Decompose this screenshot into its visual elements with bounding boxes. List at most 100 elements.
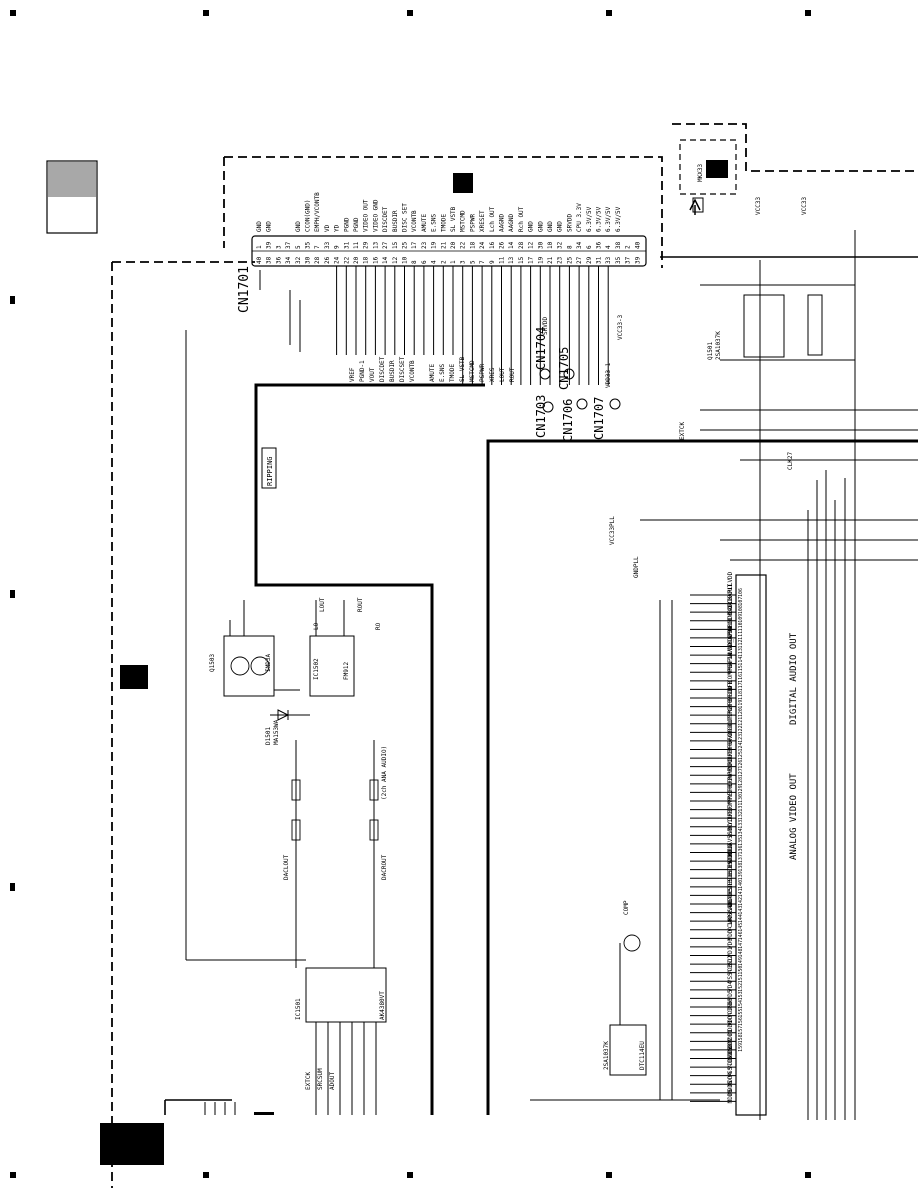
cn1701-pin-number-top: 23 — [421, 241, 428, 249]
cn1701-pin-number-top: 40 — [634, 241, 641, 249]
ic-pin-label: COMPY — [727, 793, 734, 811]
cn1701-pin-label: XRESET — [479, 210, 486, 232]
cn1701-pin-number-bottom: 5 — [469, 260, 476, 264]
cn1701-pin-label: PGND — [343, 217, 350, 232]
ic-pin-label: VDD-111 — [727, 597, 734, 623]
cn1701-pin-number-bottom: 27 — [576, 256, 583, 264]
ic-pin-number: 122 — [738, 725, 744, 734]
ic-pin-number: 119 — [738, 700, 744, 709]
small-connectors: CN1704 CN1705 CN1703 CN1706 CN1707 — [534, 327, 621, 442]
ic-pin-number: 142 — [738, 897, 744, 906]
ic-pin-label: VD5 — [727, 989, 734, 1000]
ic-pin-number: 145 — [738, 923, 744, 932]
ic-pin-label: MDD6 — [727, 1089, 734, 1104]
ic-pin-label: VDD-156 — [727, 1000, 734, 1026]
svg-text:RO: RO — [375, 622, 382, 630]
svg-text:2SA1037K: 2SA1037K — [603, 1041, 610, 1070]
ic-pin-number: 126 — [738, 760, 744, 769]
ic-pin-number: 131 — [738, 803, 744, 812]
ic-pin-number: 135 — [738, 837, 744, 846]
ic-pin-number: 125 — [738, 751, 744, 760]
cn1701-pin-number-top: 35 — [305, 241, 312, 249]
signal-label: PGND-1 — [359, 360, 366, 382]
ic-pin-label: N.C — [727, 843, 734, 854]
cn1701-pin-number-top: 15 — [392, 241, 399, 249]
svg-text:AK4380VT: AK4380VT — [379, 991, 386, 1020]
ic-pin-label: MDD0 — [727, 1020, 734, 1035]
ic-pin-label: APROUT — [727, 618, 734, 640]
cn1701-pin-number-bottom: 31 — [596, 256, 603, 264]
dashed-frame-right — [672, 123, 918, 172]
ripping-label: RIPPING — [266, 456, 274, 486]
ic-pin-number: 108 — [738, 605, 744, 614]
cn1701-pin-number-bottom: 38 — [266, 256, 273, 264]
cn1701-pin-number-bottom: 39 — [634, 256, 641, 264]
ic-pin-number: 146 — [738, 931, 744, 940]
d1501: D1501 MA153WA — [265, 709, 310, 745]
ic-pin-number: 112 — [738, 639, 744, 648]
ic-pin-label: VCLK — [727, 917, 734, 932]
cn1701-pin-number-top: 26 — [499, 241, 506, 249]
svg-text:IC1501: IC1501 — [295, 998, 302, 1020]
svg-text:IMD3A: IMD3A — [265, 654, 272, 672]
ic-pin-number: 151 — [738, 974, 744, 983]
ic-pin-number: 152 — [738, 983, 744, 992]
ic-pin-label: AVSS0 — [727, 827, 734, 845]
signal-label: XRES — [489, 367, 496, 382]
ic-pin-label: VD0 — [727, 938, 734, 949]
signal-label: SL VSTB — [459, 356, 466, 382]
ic-pin-number: 124 — [738, 742, 744, 751]
ic-pin-label: COMPG — [727, 707, 734, 725]
svg-text:(2ch ANA AUDIO): (2ch ANA AUDIO) — [381, 746, 388, 800]
cn1701-pin-label: GND — [537, 221, 544, 232]
bus-ripping — [254, 383, 485, 1115]
cn1701-pin-label: TMODE — [440, 214, 447, 232]
svg-text:CN1706: CN1706 — [561, 399, 575, 442]
cn1701-pin-number-bottom: 26 — [324, 256, 331, 264]
cn1701-pin-number-top: 25 — [402, 241, 409, 249]
ic-pin-label: VD1 — [727, 946, 734, 957]
cn1701-pin-number-bottom: 1 — [450, 260, 457, 264]
cn1701-pin-label: EMPH/VCONTB — [314, 192, 321, 232]
cn1701-pin-number-bottom: 33 — [605, 256, 612, 264]
cn1701-pin-number-bottom: 3 — [460, 260, 467, 264]
ic-pin-number: 110 — [738, 622, 744, 631]
cn1701-pin-label: AAGND — [508, 214, 515, 232]
cn1701-pin-number-top: 39 — [266, 241, 273, 249]
cn1701-pin-number-top: 37 — [285, 241, 292, 249]
svg-text:EXTCK: EXTCK — [305, 1072, 312, 1090]
ic-pin-number: 137 — [738, 854, 744, 863]
cn1701-pin-number-top: 10 — [547, 241, 554, 249]
ic1501: AK4380VT IC1501 — [295, 967, 387, 1115]
cn1701-pin-number-top: 36 — [596, 241, 603, 249]
ic-pin-number: 154 — [738, 1000, 744, 1009]
ic-pin-label: VREFIN — [727, 652, 734, 674]
signal-label: AMUTE — [429, 364, 436, 382]
signal-label: MSTCMD — [469, 360, 476, 382]
cn1701-pin-label: AMUTE — [421, 214, 428, 232]
ic-pin-label: APLLVDD — [727, 606, 734, 632]
signal-label: ROUT — [509, 367, 516, 382]
cn1701-pin-number-bottom: 9 — [489, 260, 496, 264]
cn1701-pin-label: Rch OUT — [518, 206, 525, 232]
ic-pin-label: MDD5 — [727, 1080, 734, 1095]
svg-text:2SA1037K: 2SA1037K — [715, 331, 722, 360]
svg-text:LO: LO — [313, 622, 320, 630]
ic-pin-label: VYOUT — [727, 810, 734, 828]
cn1701-pin-label: AAGND — [499, 214, 506, 232]
cn1701-pin-label: SL VSTB — [450, 206, 457, 232]
cn1701-pin-number-top: 18 — [469, 241, 476, 249]
ic-pin-number: 153 — [738, 991, 744, 1000]
cn1701-pin-number-top: 32 — [557, 241, 564, 249]
ic-pin-label: VDD-158 — [727, 1043, 734, 1069]
svg-text:GNDPLL: GNDPLL — [633, 556, 640, 578]
cn1701-pin-number-bottom: 14 — [382, 256, 389, 264]
ic-pin-number: 115 — [738, 665, 744, 674]
cn1701-pin-label: E.SNS — [431, 214, 438, 232]
cn1701-pin-number-top: 8 — [566, 245, 573, 249]
ic-pin-label: VSS-159 — [727, 1052, 734, 1078]
dashed-frame-top — [223, 156, 663, 268]
cn1701-pin-number-bottom: 4 — [431, 260, 438, 264]
bus-right — [486, 439, 918, 1115]
